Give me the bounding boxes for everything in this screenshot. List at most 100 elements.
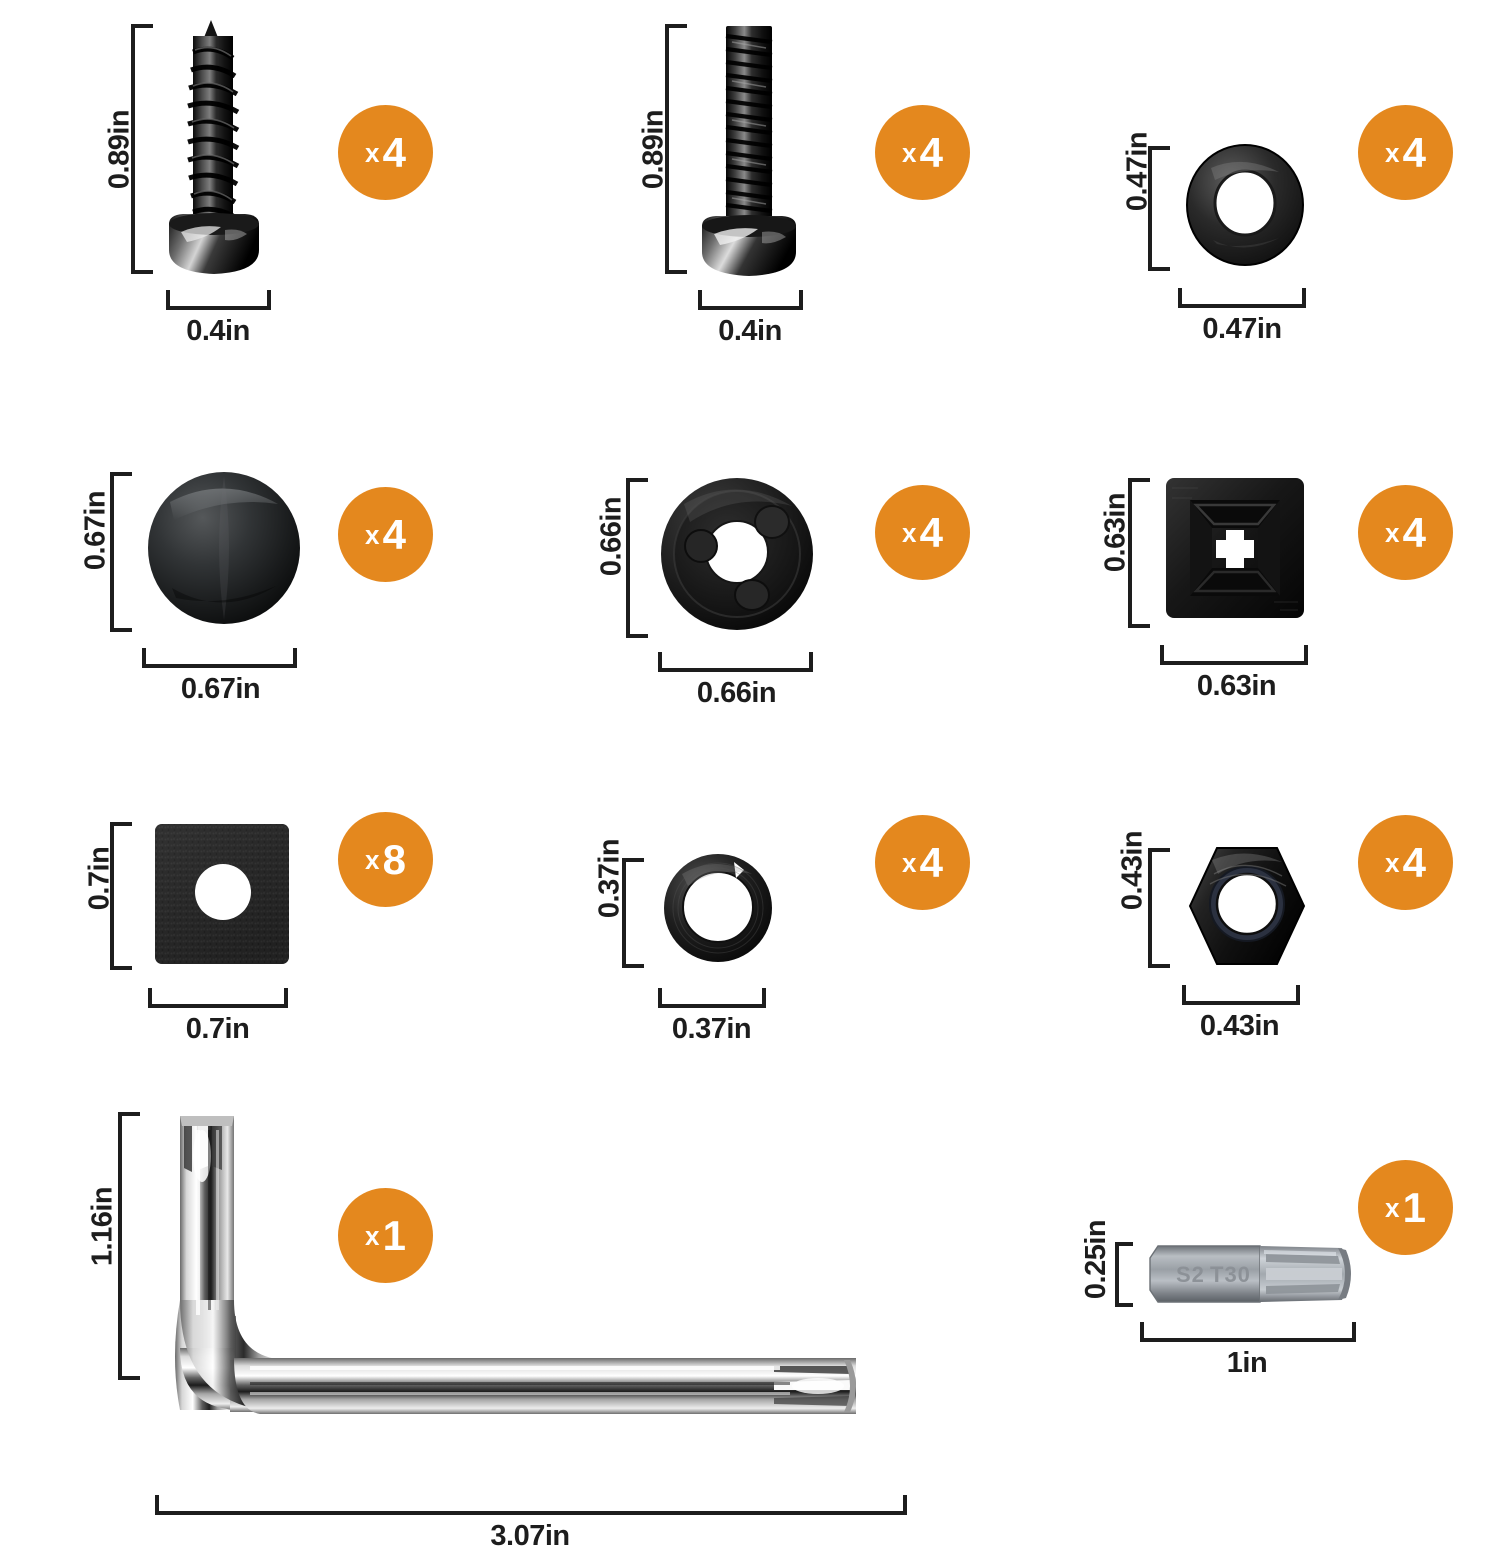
badge-multiplier: x xyxy=(1385,517,1400,548)
badge-multiplier: x xyxy=(902,847,917,878)
badge-count: 1 xyxy=(382,1211,406,1259)
part-cell-square-gasket-pad: 0.7in 0.7in xyxy=(0,800,500,1090)
width-bracket xyxy=(658,652,813,672)
quantity-badge: x 4 xyxy=(1358,105,1453,200)
torx-driver-bit-art: S2 T30 xyxy=(1142,1240,1360,1310)
width-label: 0.43in xyxy=(1199,1010,1280,1042)
width-bracket xyxy=(698,290,803,310)
width-label: 0.66in xyxy=(696,677,777,709)
badge-count: 1 xyxy=(1402,1183,1426,1231)
quantity-badge: x 4 xyxy=(1358,815,1453,910)
dome-cap-art xyxy=(148,468,300,630)
height-bracket xyxy=(1148,848,1170,968)
height-bracket xyxy=(118,1112,140,1380)
width-bracket xyxy=(142,648,297,668)
svg-text:S2: S2 xyxy=(1176,1262,1205,1287)
width-label: 0.7in xyxy=(185,1013,250,1045)
part-cell-hex-lock-nut: 0.43in 0.43in xyxy=(1000,810,1500,1090)
quantity-badge: x 8 xyxy=(338,812,433,907)
height-bracket xyxy=(622,858,644,968)
badge-count: 4 xyxy=(919,128,943,176)
badge-multiplier: x xyxy=(1385,847,1400,878)
square-well-nut-art xyxy=(1162,472,1308,624)
height-label: 1.16in xyxy=(86,1186,119,1267)
part-cell-torx-l-wrench: 1.16in 3.07in xyxy=(0,1100,980,1552)
width-label: 3.07in xyxy=(490,1520,570,1552)
width-bracket xyxy=(1140,1322,1356,1342)
height-bracket xyxy=(131,24,153,274)
quantity-badge: x 1 xyxy=(1358,1160,1453,1255)
quantity-badge: x 4 xyxy=(875,105,970,200)
height-bracket xyxy=(626,478,648,638)
height-label: 0.7in xyxy=(83,846,116,911)
rubber-grommet-art xyxy=(660,470,814,638)
badge-multiplier: x xyxy=(365,137,380,168)
quantity-badge: x 4 xyxy=(875,815,970,910)
machine-bolt-art xyxy=(690,18,820,283)
badge-multiplier: x xyxy=(1385,1192,1400,1223)
badge-multiplier: x xyxy=(365,844,380,875)
split-lock-washer-art xyxy=(662,852,774,964)
height-label: 0.66in xyxy=(595,496,628,577)
svg-text:T30: T30 xyxy=(1210,1262,1251,1287)
part-cell-split-lock-washer: 0.37in 0.37in xyxy=(500,810,1000,1090)
height-label: 0.47in xyxy=(1121,131,1154,212)
torx-l-wrench-art xyxy=(150,1110,910,1495)
badge-count: 4 xyxy=(382,128,406,176)
self-tapping-screw-art xyxy=(155,18,285,283)
part-cell-torx-driver-bit: 0.25in 1in xyxy=(1000,1150,1500,1500)
height-bracket xyxy=(110,822,132,970)
badge-multiplier: x xyxy=(902,517,917,548)
badge-count: 4 xyxy=(1402,508,1426,556)
height-bracket xyxy=(110,472,132,632)
width-label: 0.4in xyxy=(718,315,782,347)
height-bracket xyxy=(1148,146,1170,271)
badge-multiplier: x xyxy=(902,137,917,168)
width-bracket xyxy=(1178,288,1306,308)
badge-multiplier: x xyxy=(1385,137,1400,168)
badge-count: 4 xyxy=(919,838,943,886)
badge-count: 4 xyxy=(1402,128,1426,176)
height-label: 0.89in xyxy=(103,109,136,190)
quantity-badge: x 4 xyxy=(875,485,970,580)
part-cell-square-well-nut: 0.63in 0.63in xyxy=(1000,440,1500,730)
flat-washer-art xyxy=(1185,140,1305,270)
width-label: 0.63in xyxy=(1196,670,1277,702)
width-bracket xyxy=(1160,645,1308,665)
hex-lock-nut-art xyxy=(1186,844,1308,968)
height-bracket xyxy=(1128,478,1150,628)
height-bracket xyxy=(1115,1242,1133,1307)
width-bracket xyxy=(148,988,288,1008)
width-bracket xyxy=(658,988,766,1008)
part-cell-rubber-grommet: 0.66in 0.66in xyxy=(500,440,1000,730)
height-label: 0.67in xyxy=(79,490,112,571)
width-label: 0.67in xyxy=(180,673,261,705)
part-cell-self-tapping-screw: 0.89in 0.4in xyxy=(0,0,500,360)
width-bracket xyxy=(166,290,271,310)
badge-count: 4 xyxy=(919,508,943,556)
height-label: 0.25in xyxy=(1080,1219,1112,1300)
width-label: 1in xyxy=(1226,1347,1268,1379)
quantity-badge: x 4 xyxy=(338,105,433,200)
square-gasket-pad-art xyxy=(152,820,292,968)
height-label: 0.63in xyxy=(1099,492,1132,573)
quantity-badge: x 4 xyxy=(338,487,433,582)
badge-count: 4 xyxy=(1402,838,1426,886)
width-label: 0.37in xyxy=(671,1013,752,1045)
badge-count: 8 xyxy=(382,835,406,883)
part-cell-machine-bolt: 0.89in 0.4in xyxy=(500,0,1000,360)
height-bracket xyxy=(665,24,687,274)
quantity-badge: x 4 xyxy=(1358,485,1453,580)
width-bracket xyxy=(1182,985,1300,1005)
height-label: 0.43in xyxy=(1116,830,1149,911)
badge-multiplier: x xyxy=(365,1220,380,1251)
width-label: 0.4in xyxy=(186,315,250,347)
width-label: 0.47in xyxy=(1202,313,1282,345)
part-cell-flat-washer: 0.47in 0.47in x xyxy=(1000,0,1500,360)
badge-multiplier: x xyxy=(365,519,380,550)
badge-count: 4 xyxy=(382,510,406,558)
part-cell-dome-cap: 0.67in 0.67in xyxy=(0,440,500,730)
quantity-badge: x 1 xyxy=(338,1188,433,1283)
width-bracket xyxy=(155,1495,907,1515)
